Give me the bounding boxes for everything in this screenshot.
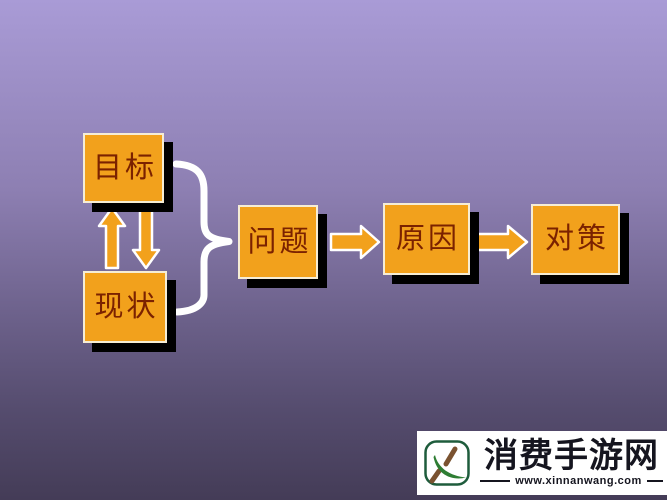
watermark-url-row: www.xinnanwang.com [476,475,667,487]
goal-box: 目标 [83,133,164,203]
watermark-plate: 消费手游网 www.xinnanwang.com [417,431,667,495]
watermark-site-name: 消费手游网 [484,437,659,475]
problem-box: 问题 [238,205,318,279]
url-left-rule [480,480,511,483]
up-arrow-icon [97,206,127,270]
url-right-rule [646,480,663,483]
watermark-site-url: www.xinnanwang.com [515,475,642,488]
problem-label: 问题 [247,225,312,258]
right-arrow-cause-to-countermeasure-icon [475,224,529,260]
down-arrow-icon [131,207,161,270]
right-arrow-problem-to-cause-icon [329,224,381,260]
countermeasure-label: 对策 [544,223,609,255]
cause-label: 原因 [395,222,460,255]
curly-brace-right [172,160,233,316]
goal-label: 目标 [92,151,157,184]
stick-and-leaf-logo-icon [424,440,470,486]
cause-box: 原因 [383,203,470,275]
current-state-box: 现状 [83,271,167,343]
current-state-label: 现状 [94,290,159,323]
countermeasure-box: 对策 [531,204,620,275]
watermark-text-column: 消费手游网 www.xinnanwang.com [476,437,667,487]
